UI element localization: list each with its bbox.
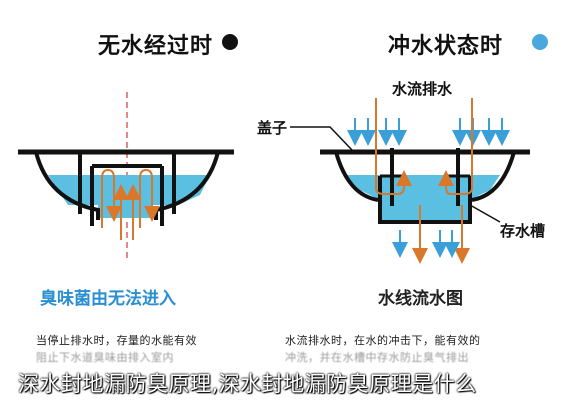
right-panel-title: 冲水状态时	[388, 34, 504, 59]
blue-dot-icon	[532, 34, 548, 50]
flow-arrow-right	[438, 98, 473, 195]
top-flow-label: 水流排水	[392, 80, 453, 98]
right-bowl	[334, 151, 516, 202]
black-dot-icon	[222, 34, 238, 50]
lid-label: 盖子	[257, 119, 288, 137]
odor-arrow-1	[101, 168, 122, 228]
left-drain-diagram	[18, 92, 234, 262]
tank-pointer-line	[469, 204, 501, 223]
right-caption: 水线流水图	[378, 289, 463, 309]
left-panel-title: 无水经过时	[98, 34, 214, 59]
water-tank	[378, 176, 472, 224]
lid-pointer-line	[290, 126, 353, 151]
flow-arrow-left	[375, 98, 412, 195]
right-text-line-2: 冲洗，并在水槽中存水防止臭气排出	[285, 351, 469, 364]
right-text-line-1: 水流排水时，在水的冲击下，能有效的	[285, 334, 481, 347]
watermark-caption: 深水封地漏防臭原理,深水封地漏防臭原理是什么	[18, 372, 477, 396]
left-text-line-1: 当停止排水时，存量的水能有效	[36, 334, 197, 347]
right-drain-diagram	[290, 98, 530, 264]
left-text-line-2: 阻止下水道臭味由排入室内	[36, 351, 174, 364]
inflow-arrows	[347, 118, 510, 146]
tank-label: 存水槽	[500, 222, 546, 240]
outflow-arrows	[392, 230, 460, 258]
left-caption: 臭味菌由无法进入	[40, 289, 176, 309]
odor-arrow-2	[139, 168, 160, 228]
